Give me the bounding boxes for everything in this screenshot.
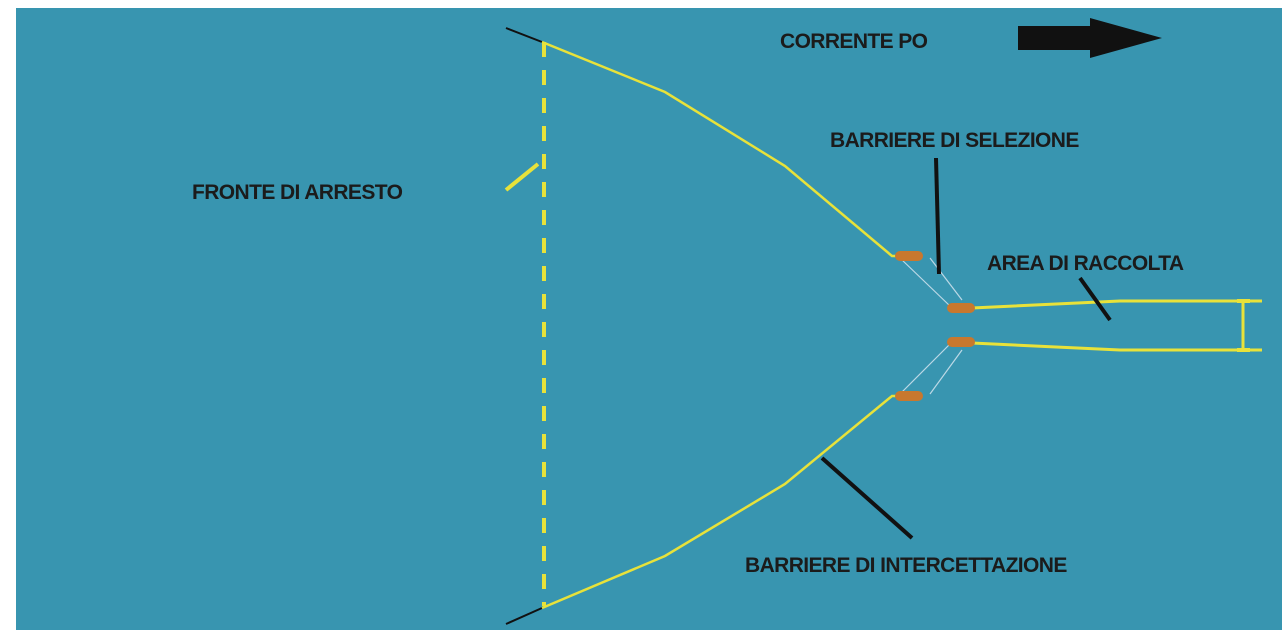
upper-barrier-tip (505, 27, 543, 43)
arrow-right-icon (1018, 18, 1162, 58)
interception-label: BARRIERE DI INTERCETTAZIONE (745, 554, 1067, 577)
collection-pointer (1078, 276, 1112, 322)
lower-barrier-tip (505, 607, 543, 625)
stop-front-pointer (504, 162, 540, 192)
float-upper-outer (895, 251, 923, 261)
selection-pointer (934, 157, 941, 275)
float-lower-inner (947, 337, 975, 347)
interception-pointer (820, 456, 914, 540)
float-upper-inner (947, 303, 975, 313)
float-lower-outer (895, 391, 923, 401)
current-label: CORRENTE PO (780, 30, 928, 53)
water-area (16, 8, 1282, 630)
collection-area-channel (971, 299, 1262, 352)
barrier-floats (895, 251, 975, 401)
selection-barrier-lines (899, 257, 963, 395)
collection-label: AREA DI RACCOLTA (987, 252, 1184, 275)
selection-label: BARRIERE DI SELEZIONE (830, 129, 1079, 152)
stop-front-label: FRONTE DI ARRESTO (192, 181, 403, 204)
